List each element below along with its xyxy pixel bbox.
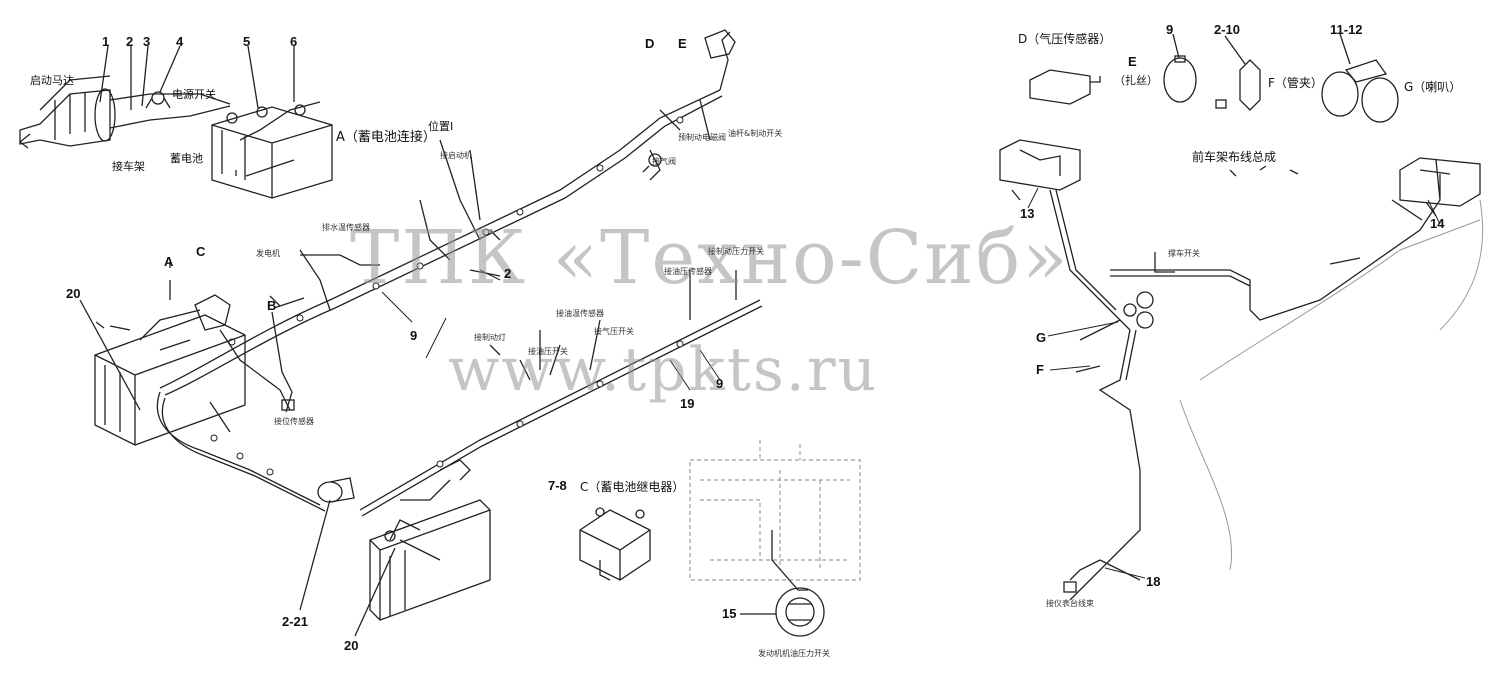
small-label-cab-switch: 撑车开关: [1168, 249, 1200, 258]
small-label-air-valve: 接气阀: [652, 157, 676, 166]
cab-mount-left: [999, 139, 1081, 191]
power-switch-part: [145, 91, 171, 109]
small-label-generator: 发电机: [256, 249, 280, 258]
callout-2b: 2: [504, 266, 512, 281]
starter-motor: [18, 75, 116, 149]
callout-19: 19: [680, 396, 695, 411]
callout-13: 13: [1020, 206, 1035, 221]
callout-D: D: [645, 36, 655, 51]
callout-2-21: 2-21: [282, 614, 309, 629]
callout-11-12: 11-12: [1330, 22, 1363, 37]
callout-20b: 20: [344, 638, 359, 653]
callout-2: 2: [126, 34, 134, 49]
small-label-dash-harness: 接仪表台线束: [1046, 599, 1094, 608]
label-power-switch: 电源开关: [172, 88, 216, 101]
small-label-brake-switch: 油杆&制动开关: [728, 129, 783, 138]
pressure-sensor-D: [1029, 69, 1101, 105]
engine-block: [689, 440, 861, 581]
label-G-horn: G（喇叭）: [1404, 80, 1462, 94]
small-label-starter: 接启动机: [440, 151, 472, 160]
callout-18: 18: [1146, 574, 1161, 589]
callout-E: E: [678, 36, 687, 51]
callout-15: 15: [722, 606, 737, 621]
small-label-position-sensor: 接位传感器: [274, 417, 314, 426]
main-harness: [156, 31, 763, 517]
small-label-brake-pressure: 接制动压力开关: [708, 247, 764, 256]
battery-left: [94, 314, 246, 446]
air-valve-part: [642, 153, 662, 173]
starter-cable: [109, 93, 231, 129]
pipe-clamp-F: [1215, 59, 1261, 111]
callout-7-8: 7-8: [548, 478, 567, 493]
label-oil-pressure-switch: 发动机机油压力开关: [758, 649, 830, 658]
callout-9-top: 9: [1166, 22, 1174, 37]
cable-tie-9: [1163, 55, 1197, 103]
callout-B: B: [267, 298, 277, 313]
small-label-oil-pressure-sensor: 接油压传感器: [664, 267, 712, 276]
oil-pressure-switch: [775, 587, 825, 637]
callout-G: G: [1036, 330, 1047, 345]
callout-C: C: [196, 244, 206, 259]
label-ground-frame: 接车架: [112, 160, 145, 173]
callout-9b: 9: [716, 376, 724, 391]
connector-top: [704, 29, 736, 59]
label-position-I: 位置I: [428, 120, 454, 133]
small-label-oil-temp: 接油温传感器: [556, 309, 604, 318]
label-battery: 蓄电池: [170, 152, 203, 165]
relay-7-8: [579, 507, 651, 581]
callout-A: A: [164, 254, 174, 269]
small-label-water-temp: 排水温传感器: [322, 223, 370, 232]
small-label-air-switch: 接气压开关: [594, 327, 634, 336]
position-sensor: [281, 399, 295, 411]
watermark-url: www.tpkts.ru: [448, 335, 879, 405]
callout-4: 4: [176, 34, 184, 49]
horn-cylinder: [317, 477, 355, 503]
battery-relay-C: [194, 294, 231, 331]
label-starter-motor: 启动马达: [30, 74, 74, 87]
callout-3: 3: [143, 34, 151, 49]
label-F-pipe-clamp: F（管夹）: [1268, 76, 1323, 90]
callout-2-10: 2-10: [1214, 22, 1241, 37]
callout-1: 1: [102, 34, 110, 49]
horn-G: [1123, 291, 1154, 329]
small-label-brake-light: 接制动灯: [474, 333, 506, 342]
label-C-relay: C（蓄电池继电器）: [580, 480, 685, 494]
callout-20a: 20: [66, 286, 81, 301]
callout-F: F: [1036, 362, 1044, 377]
callout-6: 6: [290, 34, 298, 49]
watermark-company: ТПК «Техно-Сиб»: [350, 215, 1070, 301]
dash-connector: [1063, 581, 1077, 593]
callout-9a: 9: [410, 328, 418, 343]
small-label-brake-valve: 预制动电磁阀: [678, 133, 726, 142]
callout-14: 14: [1430, 216, 1445, 231]
label-A-battery-connection: A（蓄电池连接）: [336, 130, 436, 145]
label-D-pressure-sensor: D（气压传感器）: [1018, 32, 1112, 46]
label-E-clamp: E: [1128, 54, 1137, 69]
label-E-clamp-sub: （扎丝）: [1114, 74, 1158, 87]
small-label-oil-switch: 接油压开关: [528, 347, 568, 356]
horn-11-12: [1321, 59, 1399, 123]
label-front-frame-harness: 前车架布线总成: [1192, 150, 1277, 164]
battery-top-left: [211, 104, 333, 199]
battery-bottom: [369, 499, 491, 621]
callout-5: 5: [243, 34, 251, 49]
